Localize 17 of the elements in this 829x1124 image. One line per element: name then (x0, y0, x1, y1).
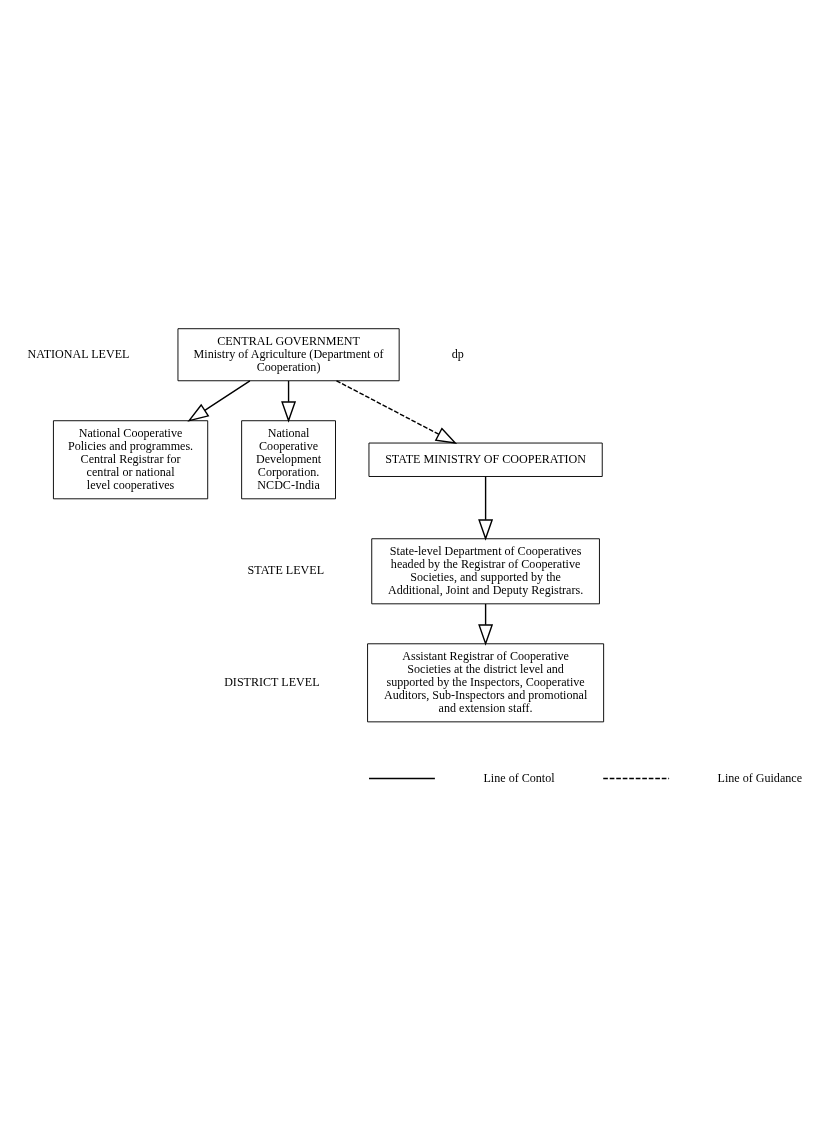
node-box: State-level Department of Cooperatives headed by the Registrar of Cooperative Societies, and supported by the Additional, Joint and Deputy Registrars. (371, 538, 600, 605)
arrow (478, 603, 494, 646)
arrow (478, 475, 494, 541)
label: DISTRICT LEVEL (224, 674, 320, 689)
node-box: National Cooperative Development Corporation. NCDC-India (241, 420, 336, 500)
arrow (187, 380, 251, 422)
arrow (335, 380, 458, 444)
legend-label: Line of Contol (483, 770, 555, 785)
node-box: Assistant Registrar of Cooperative Societies at the district level and supported by the Inspectors, Cooperative Auditors, Sub-Inspectors and promotional and extension staff. (367, 643, 605, 723)
node-box: STATE MINISTRY OF COOPERATION (368, 442, 603, 477)
label: STATE LEVEL (247, 563, 325, 578)
arrow (281, 380, 297, 423)
label: dp (451, 346, 464, 361)
legend-label: Line of Guidance (717, 770, 803, 785)
label: NATIONAL LEVEL (27, 346, 130, 361)
node-box: National Cooperative Policies and programmes. Central Registrar for central or national level cooperatives (52, 420, 209, 500)
node-box: CENTRAL GOVERNMENT Ministry of Agriculture (Department of Cooperation) (177, 328, 400, 382)
